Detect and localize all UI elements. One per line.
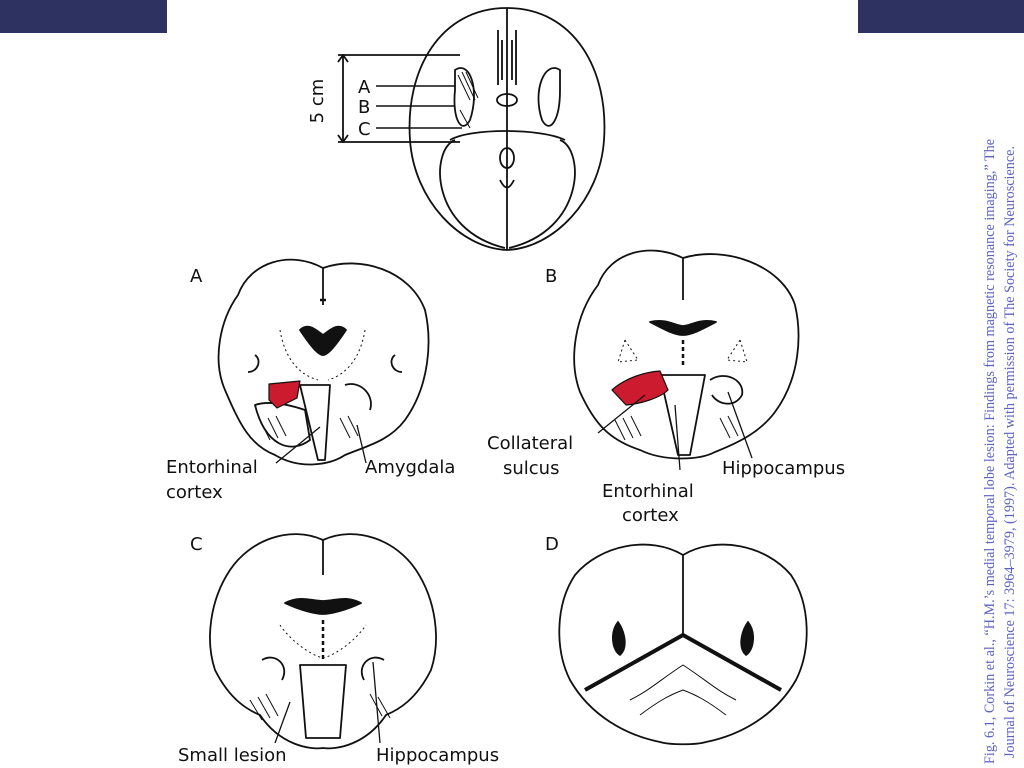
coronal-section-c [209, 533, 437, 750]
coronal-section-d [558, 543, 808, 746]
label-c-small-lesion: Small lesion [178, 745, 287, 766]
inferior-brain-view [408, 7, 606, 251]
header-bar-left [0, 0, 167, 33]
header-bar-right [858, 0, 1024, 33]
level-label-c: C [358, 119, 371, 140]
caption-line-1: Fig. 6.1, Corkin et al., “H.M.’s medial … [982, 138, 998, 764]
panel-letter-d: D [545, 534, 559, 555]
panel-letter-b: B [545, 266, 557, 287]
label-a-entorhinal: Entorhinal [166, 457, 258, 478]
label-b-sulcus: sulcus [503, 458, 559, 479]
level-label-a: A [358, 77, 371, 98]
label-a-amygdala: Amygdala [365, 457, 455, 478]
label-b-collateral: Collateral [487, 433, 573, 454]
label-b-entorhinal: Entorhinal [602, 481, 694, 502]
scale-bar-label: 5 cm [307, 79, 328, 124]
figure-caption: Fig. 6.1, Corkin et al., “H.M.’s medial … [978, 0, 1022, 768]
lesion-b [611, 370, 669, 406]
caption-text: Fig. 6.1, Corkin et al., “H.M.’s medial … [980, 4, 1020, 764]
label-b-hippocampus: Hippocampus [722, 458, 845, 479]
panel-letter-a: A [190, 266, 203, 287]
caption-line-2: Journal of Neuroscience 17: 3964–3979, (… [1002, 145, 1018, 758]
label-a-cortex: cortex [166, 482, 223, 503]
lesion-a [268, 380, 301, 409]
panel-letter-c: C [190, 534, 203, 555]
coronal-section-a [217, 258, 430, 466]
scale-bar [337, 54, 462, 143]
label-c-hippocampus: Hippocampus [376, 745, 499, 766]
coronal-section-b [573, 249, 800, 460]
label-b-cortex: cortex [622, 505, 679, 526]
level-label-b: B [358, 97, 370, 118]
